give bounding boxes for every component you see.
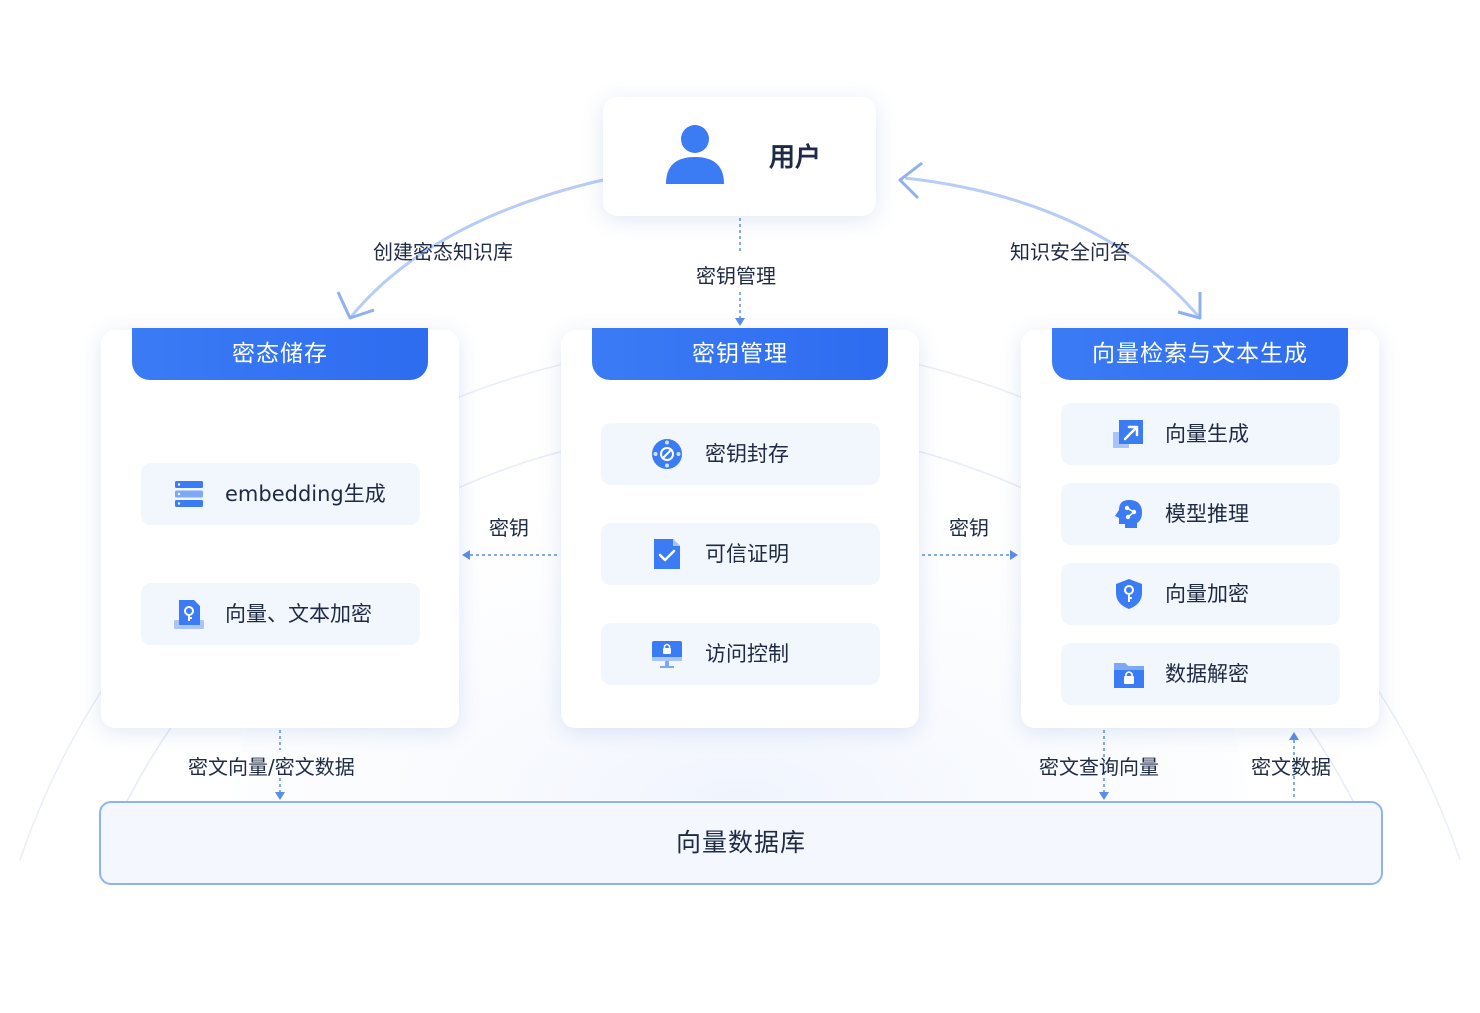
server-stack-icon [175, 481, 203, 507]
module-encrypted-storage: 密态储存 embedding生成 向量、文本加密 [101, 328, 459, 728]
item-embedding-generation[interactable]: embedding生成 [141, 463, 420, 525]
label-key-left: 密钥 [489, 516, 529, 540]
label-cipher-query: 密文查询向量 [1039, 755, 1159, 779]
item-access-control[interactable]: 访问控制 [601, 623, 880, 685]
item-label: 访问控制 [705, 642, 789, 666]
item-label: 向量加密 [1165, 582, 1249, 606]
user-label: 用户 [769, 143, 822, 173]
label-key-right: 密钥 [949, 516, 989, 540]
user-icon [666, 125, 724, 184]
label-cipher-vector-data: 密文向量/密文数据 [188, 755, 355, 779]
label-secure-qa: 知识安全问答 [1010, 240, 1130, 264]
label-create-kb: 创建密态知识库 [373, 240, 513, 264]
item-label: 模型推理 [1165, 502, 1249, 526]
vector-database[interactable]: 向量数据库 [99, 801, 1383, 885]
secure-qa-arrowhead-bottom [1177, 292, 1202, 320]
key-seal-icon [652, 439, 682, 469]
module-title: 密态储存 [132, 328, 428, 380]
shield-key-icon [1116, 579, 1142, 609]
item-data-decryption[interactable]: 数据解密 [1061, 643, 1340, 705]
create-kb-arc [348, 178, 604, 319]
label-key-mgmt-flow: 密钥管理 [696, 264, 776, 288]
item-label: 向量、文本加密 [225, 602, 372, 626]
item-vector-encryption[interactable]: 向量加密 [1061, 563, 1340, 625]
item-model-inference[interactable]: 模型推理 [1061, 483, 1340, 545]
vector-arrow-icon [1113, 420, 1143, 448]
item-trusted-attestation[interactable]: 可信证明 [601, 523, 880, 585]
user-card[interactable]: 用户 [603, 97, 876, 216]
label-cipher-data: 密文数据 [1251, 755, 1331, 779]
doc-check-icon [654, 539, 680, 569]
item-label: embedding生成 [225, 482, 386, 506]
folder-lock-icon [1114, 663, 1144, 688]
item-vector-generation[interactable]: 向量生成 [1061, 403, 1340, 465]
item-label: 数据解密 [1165, 662, 1249, 686]
secure-qa-arrowhead-top [898, 161, 923, 200]
module-vector-retrieval-generation: 向量检索与文本生成 向量生成 模型推理 向量加密 [1021, 328, 1379, 728]
doc-key-icon [174, 600, 204, 629]
item-vector-text-encryption[interactable]: 向量、文本加密 [141, 583, 420, 645]
item-label: 可信证明 [705, 542, 789, 566]
module-title: 向量检索与文本生成 [1052, 328, 1348, 380]
module-key-management: 密钥管理 密钥封存 可信证明 访问控制 [561, 328, 919, 728]
item-label: 密钥封存 [705, 442, 789, 466]
create-kb-arrowhead [336, 291, 375, 320]
module-title: 密钥管理 [592, 328, 888, 380]
item-key-sealing[interactable]: 密钥封存 [601, 423, 880, 485]
item-label: 向量生成 [1165, 422, 1249, 446]
monitor-lock-icon [652, 641, 682, 668]
secure-qa-arc [904, 176, 1202, 319]
brain-head-icon [1115, 500, 1142, 528]
